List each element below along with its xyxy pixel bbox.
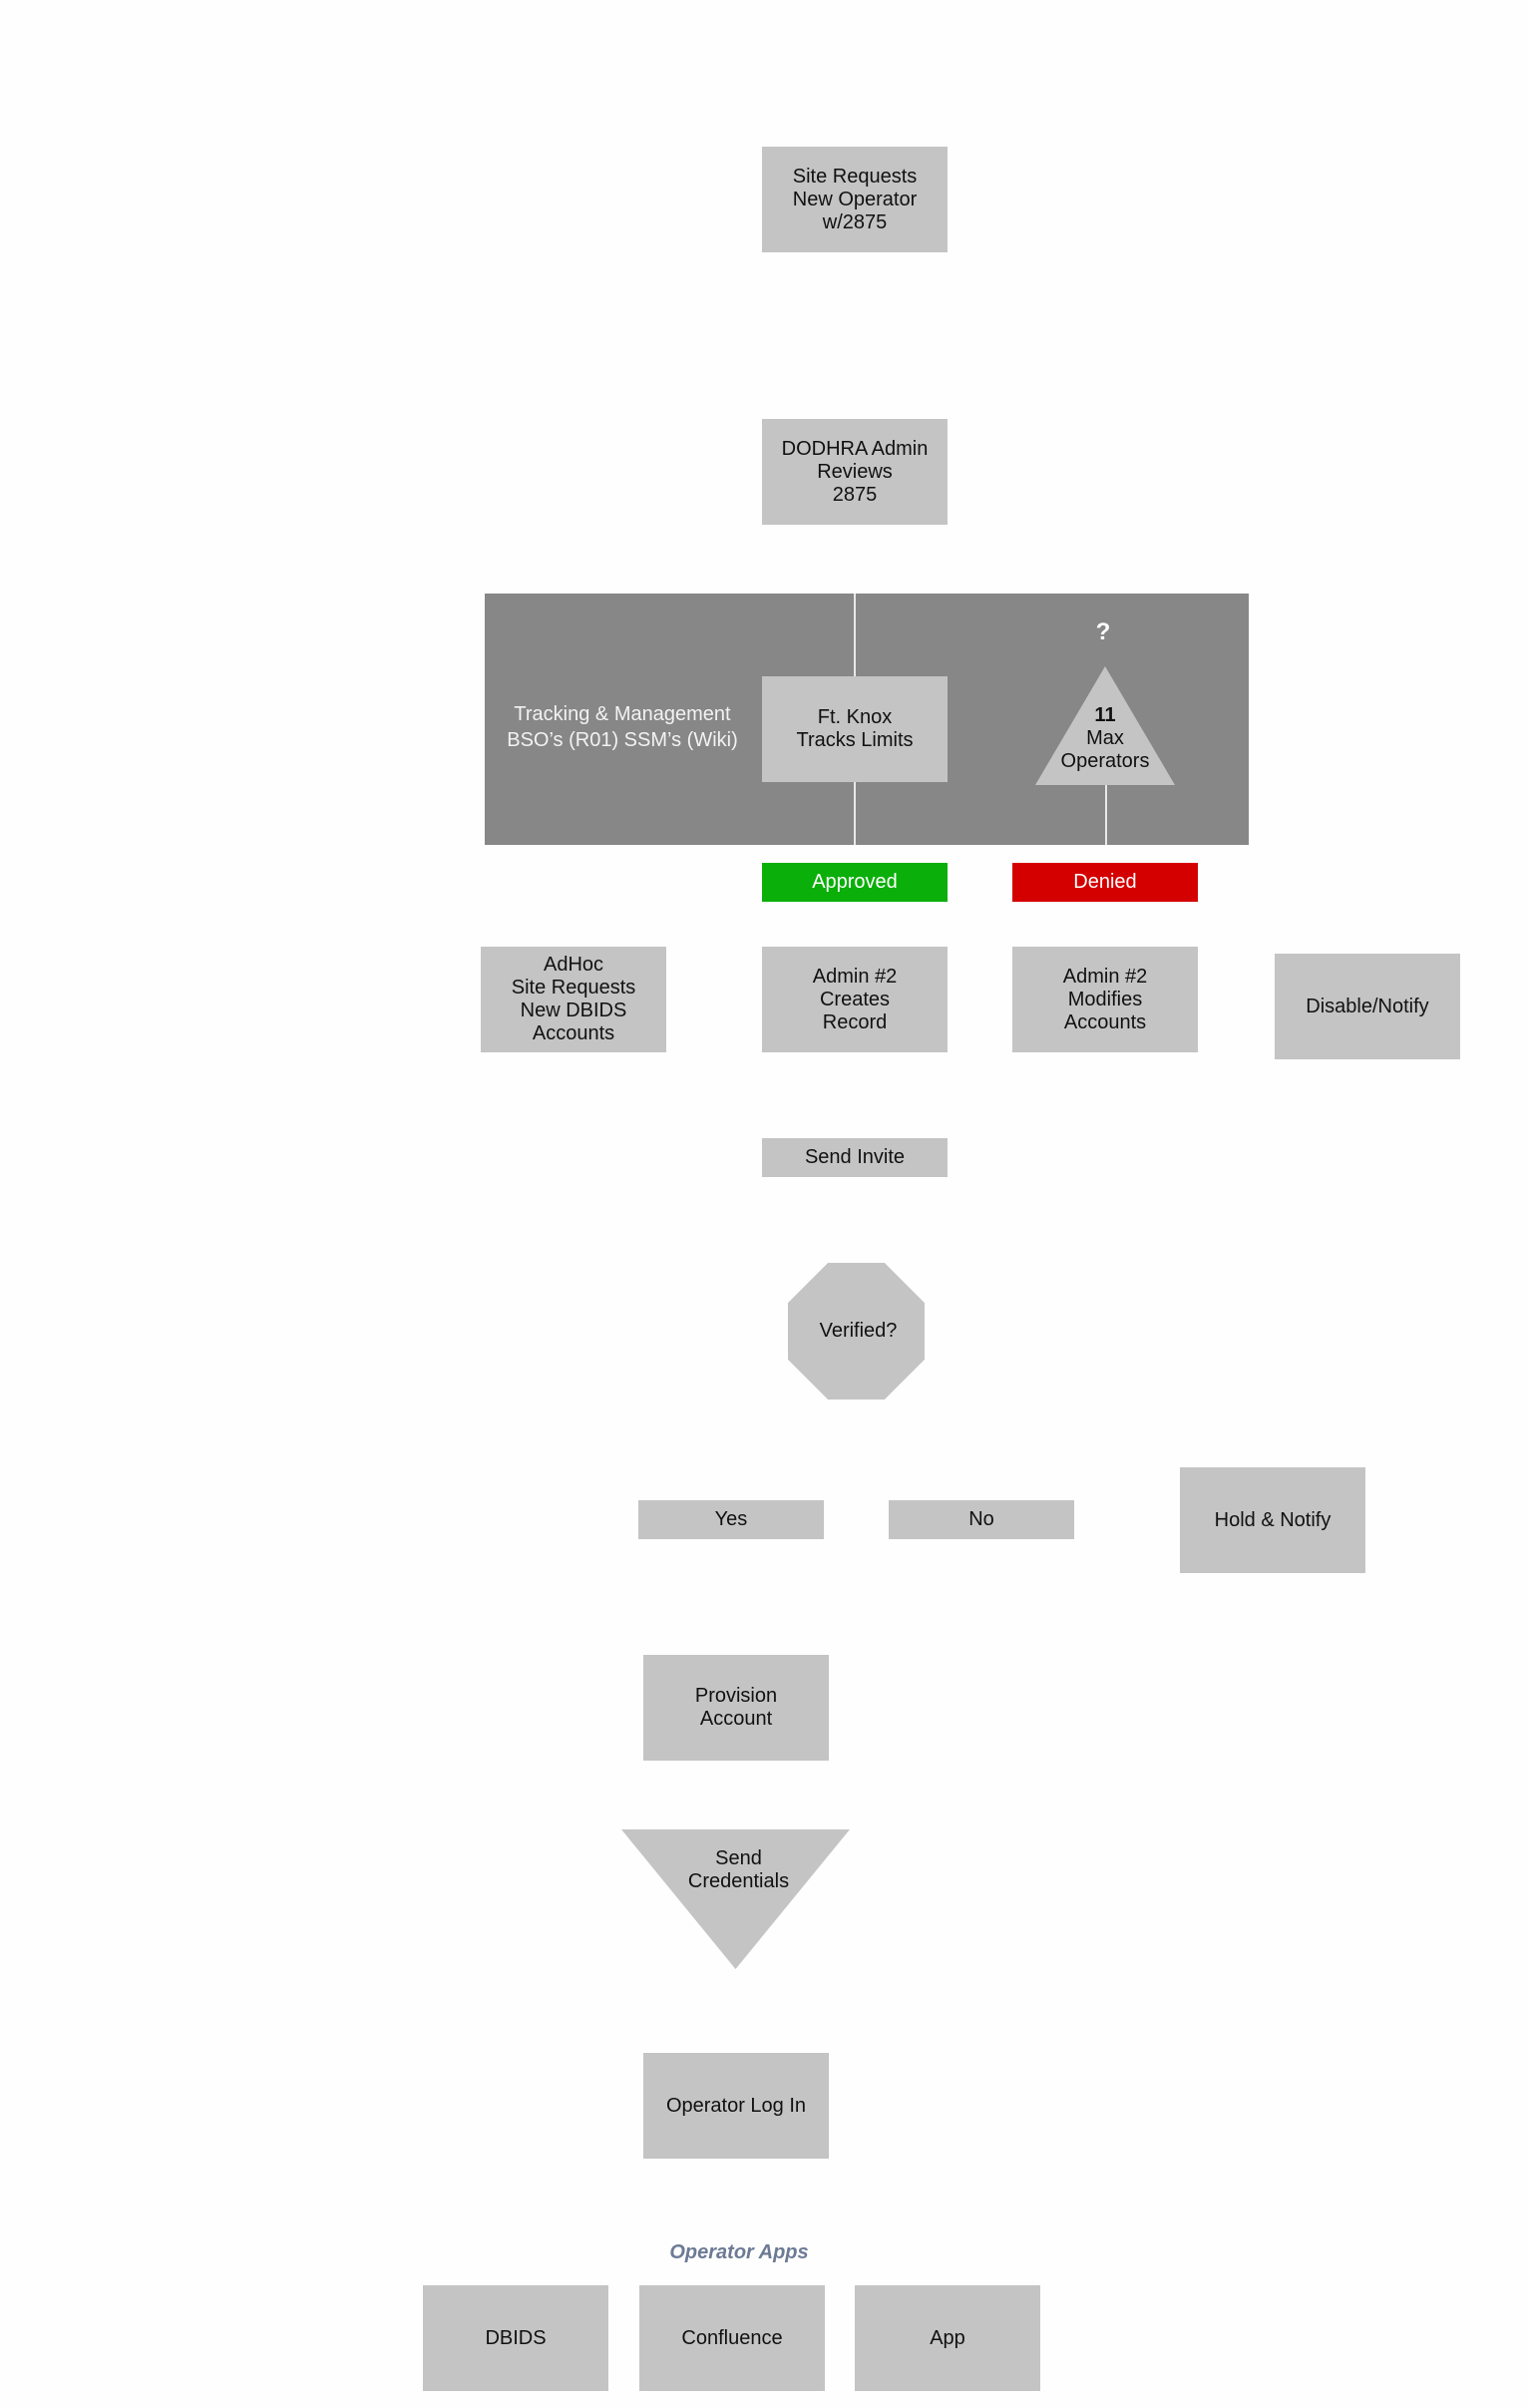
dodhra-review-line-3: 2875 xyxy=(832,483,878,506)
yes-node: Yes xyxy=(638,1500,824,1539)
question-mark: ? xyxy=(1095,618,1111,645)
site-requests-line-2: New Operator xyxy=(792,188,918,210)
denied-tag: Denied xyxy=(1012,863,1198,902)
app-dbids-label: DBIDS xyxy=(485,2326,547,2349)
provision-account-node: Provision Account xyxy=(643,1655,829,1761)
adhoc-line-1: AdHoc xyxy=(543,954,604,976)
admin-modifies-line-3: Accounts xyxy=(1063,1010,1147,1033)
verified-octagon xyxy=(788,1263,925,1400)
dodhra-review-line-1: DODHRA Admin xyxy=(781,437,929,460)
adhoc-line-2: Site Requests xyxy=(511,977,636,999)
tracking-label-line-2: BSO’s (R01) SSM’s (Wiki) xyxy=(507,729,738,751)
admin-creates-line-3: Record xyxy=(822,1010,888,1033)
yes-label: Yes xyxy=(714,1508,748,1530)
panel-connector-right xyxy=(1105,784,1107,845)
hold-notify-node: Hold & Notify xyxy=(1180,1467,1365,1573)
ft-knox-line-2: Tracks Limits xyxy=(796,729,914,751)
provision-line-1: Provision xyxy=(694,1685,778,1707)
send-invite-label: Send Invite xyxy=(804,1146,906,1168)
hold-notify-label: Hold & Notify xyxy=(1214,1508,1332,1531)
tracking-label-line-1: Tracking & Management xyxy=(514,703,731,725)
approved-tag: Approved xyxy=(762,863,948,902)
app-confluence: Confluence xyxy=(639,2285,825,2391)
site-requests-node: Site Requests New Operator w/2875 xyxy=(762,147,948,252)
app-generic: App xyxy=(855,2285,1040,2391)
admin-modifies-line-1: Admin #2 xyxy=(1062,965,1148,988)
send-credentials-text: Send Credentials xyxy=(621,1847,850,1893)
site-requests-line-1: Site Requests xyxy=(792,165,918,188)
admin-creates-node: Admin #2 Creates Record xyxy=(762,947,948,1052)
operator-login-label: Operator Log In xyxy=(665,2094,807,2117)
verified-label: Verified? xyxy=(819,1320,898,1342)
app-confluence-label: Confluence xyxy=(681,2326,783,2349)
no-label: No xyxy=(968,1508,994,1530)
disable-notify-label: Disable/Notify xyxy=(1306,995,1429,1017)
dodhra-review-line-2: Reviews xyxy=(817,460,893,483)
admin-modifies-node: Admin #2 Modifies Accounts xyxy=(1012,947,1198,1052)
max-operators-text: 11 Max Operators xyxy=(1035,704,1175,773)
app-generic-label: App xyxy=(930,2326,965,2349)
provision-line-2: Account xyxy=(699,1708,773,1730)
tracking-label: Tracking & Management BSO’s (R01) SSM’s … xyxy=(495,701,750,753)
adhoc-line-3: New DBIDS xyxy=(520,1000,627,1021)
max-operators-number: 11 xyxy=(1094,704,1116,726)
max-operators-line-2: Operators xyxy=(1060,750,1150,772)
adhoc-node: AdHoc Site Requests New DBIDS Accounts xyxy=(481,947,666,1052)
send-credentials-line-2: Credentials xyxy=(687,1870,790,1892)
dodhra-review-node: DODHRA Admin Reviews 2875 xyxy=(762,419,948,525)
operator-login-node: Operator Log In xyxy=(643,2053,829,2159)
admin-creates-line-2: Creates xyxy=(819,988,891,1010)
operator-apps-title: Operator Apps xyxy=(669,2241,809,2263)
ft-knox-node: Ft. Knox Tracks Limits xyxy=(762,676,948,782)
max-operators-line-1: Max xyxy=(1086,727,1124,749)
admin-creates-line-1: Admin #2 xyxy=(812,965,898,988)
disable-notify-node: Disable/Notify xyxy=(1275,954,1460,1059)
adhoc-line-4: Accounts xyxy=(532,1022,615,1044)
ft-knox-line-1: Ft. Knox xyxy=(817,706,893,728)
send-credentials-line-1: Send xyxy=(715,1847,762,1869)
no-node: No xyxy=(889,1500,1074,1539)
app-dbids: DBIDS xyxy=(423,2285,608,2391)
admin-modifies-line-2: Modifies xyxy=(1067,988,1143,1010)
site-requests-line-3: w/2875 xyxy=(822,210,888,233)
send-invite-node: Send Invite xyxy=(762,1138,948,1177)
